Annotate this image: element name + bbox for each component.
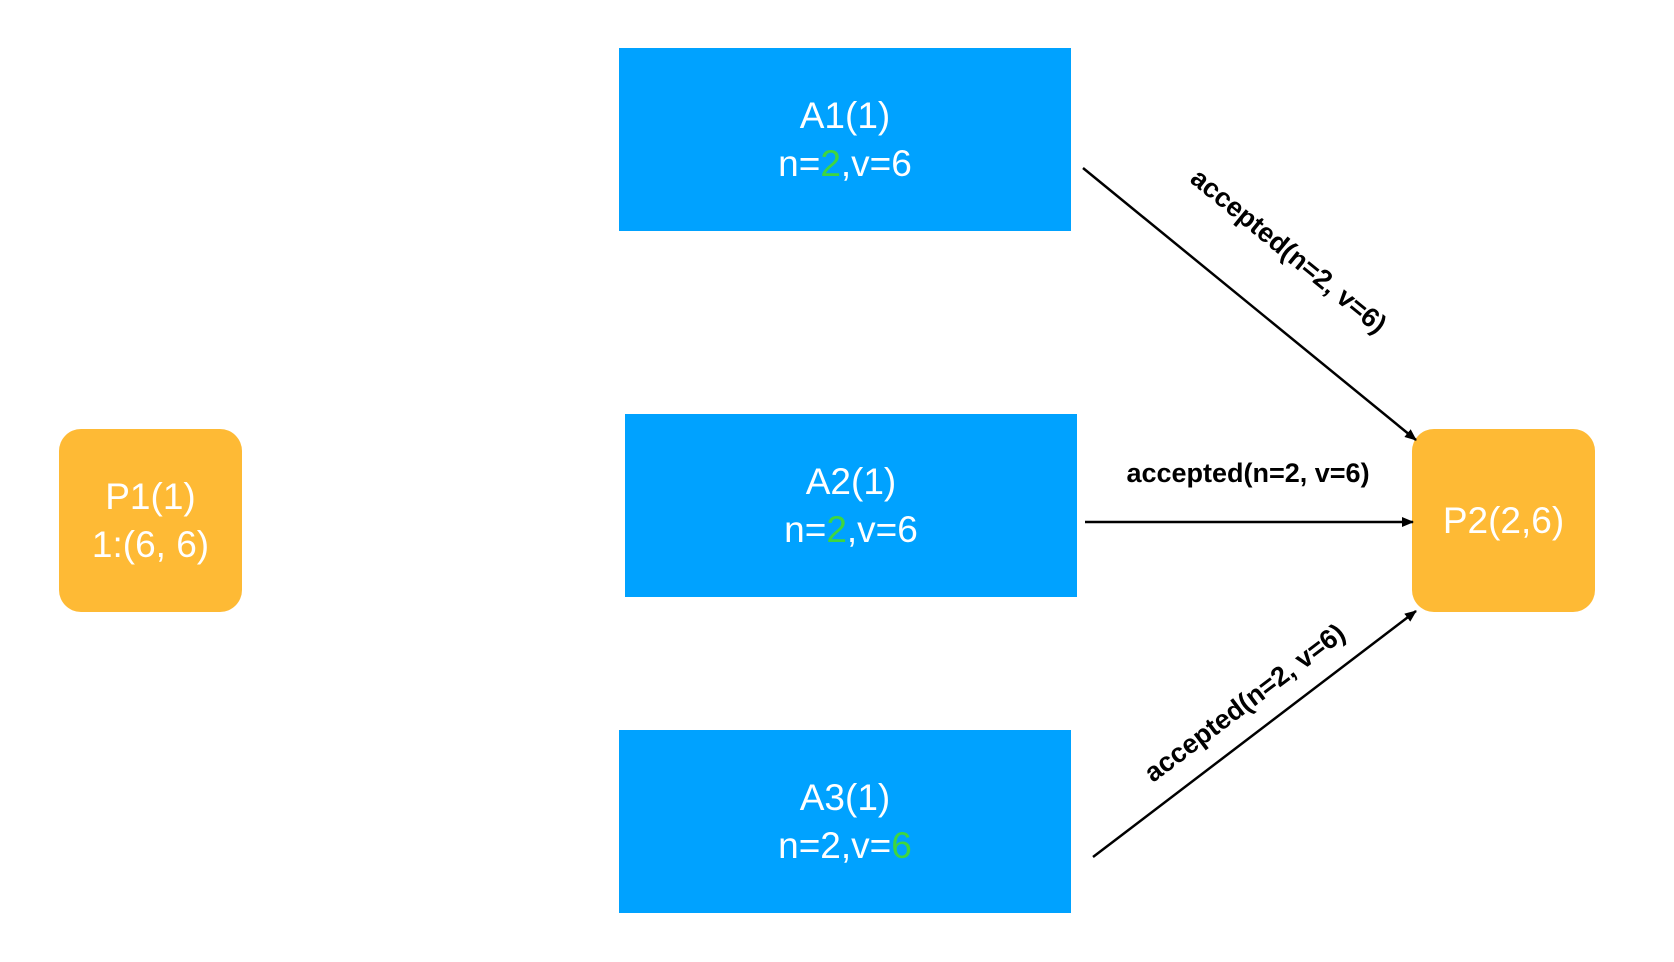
node-state: 1:(6, 6): [91, 523, 210, 565]
node-state-prefix: n=2,v=: [778, 824, 892, 866]
node-state-suffix: ,v=6: [846, 508, 918, 550]
node-title: A2(1): [805, 460, 897, 502]
node-state-highlight: 2: [820, 142, 841, 184]
node-state: n=2,v=6: [778, 822, 912, 870]
node-state-highlight: 2: [826, 508, 847, 550]
node-title: P1(1): [105, 475, 196, 517]
node-state-highlight: 6: [891, 824, 912, 866]
node-state-prefix: n=: [784, 508, 827, 550]
acceptor-node-a1: A1(1) n=2,v=6: [619, 48, 1071, 231]
node-state-suffix: ,v=6: [840, 142, 912, 184]
node-state: n=2,v=6: [778, 140, 912, 188]
node-state-prefix: n=: [778, 142, 821, 184]
edge-label-a2-p2: accepted(n=2, v=6): [1126, 458, 1369, 488]
acceptor-node-a3: A3(1) n=2,v=6: [619, 730, 1071, 913]
node-title: A1(1): [799, 94, 891, 136]
proposer-node-p2: P2(2,6): [1412, 429, 1595, 612]
edge-label-a1-p2: accepted(n=2, v=6): [1185, 163, 1392, 340]
edge-label-a3-p2: accepted(n=2, v=6): [1138, 618, 1350, 788]
edge-a3-p2: [1092, 610, 1417, 858]
node-title: P2(2,6): [1442, 499, 1565, 541]
node-state: n=2,v=6: [784, 506, 918, 554]
node-title: A3(1): [799, 776, 891, 818]
edge-a1-p2: [1082, 167, 1417, 441]
proposer-node-p1: P1(1) 1:(6, 6): [59, 429, 242, 612]
acceptor-node-a2: A2(1) n=2,v=6: [625, 414, 1077, 597]
